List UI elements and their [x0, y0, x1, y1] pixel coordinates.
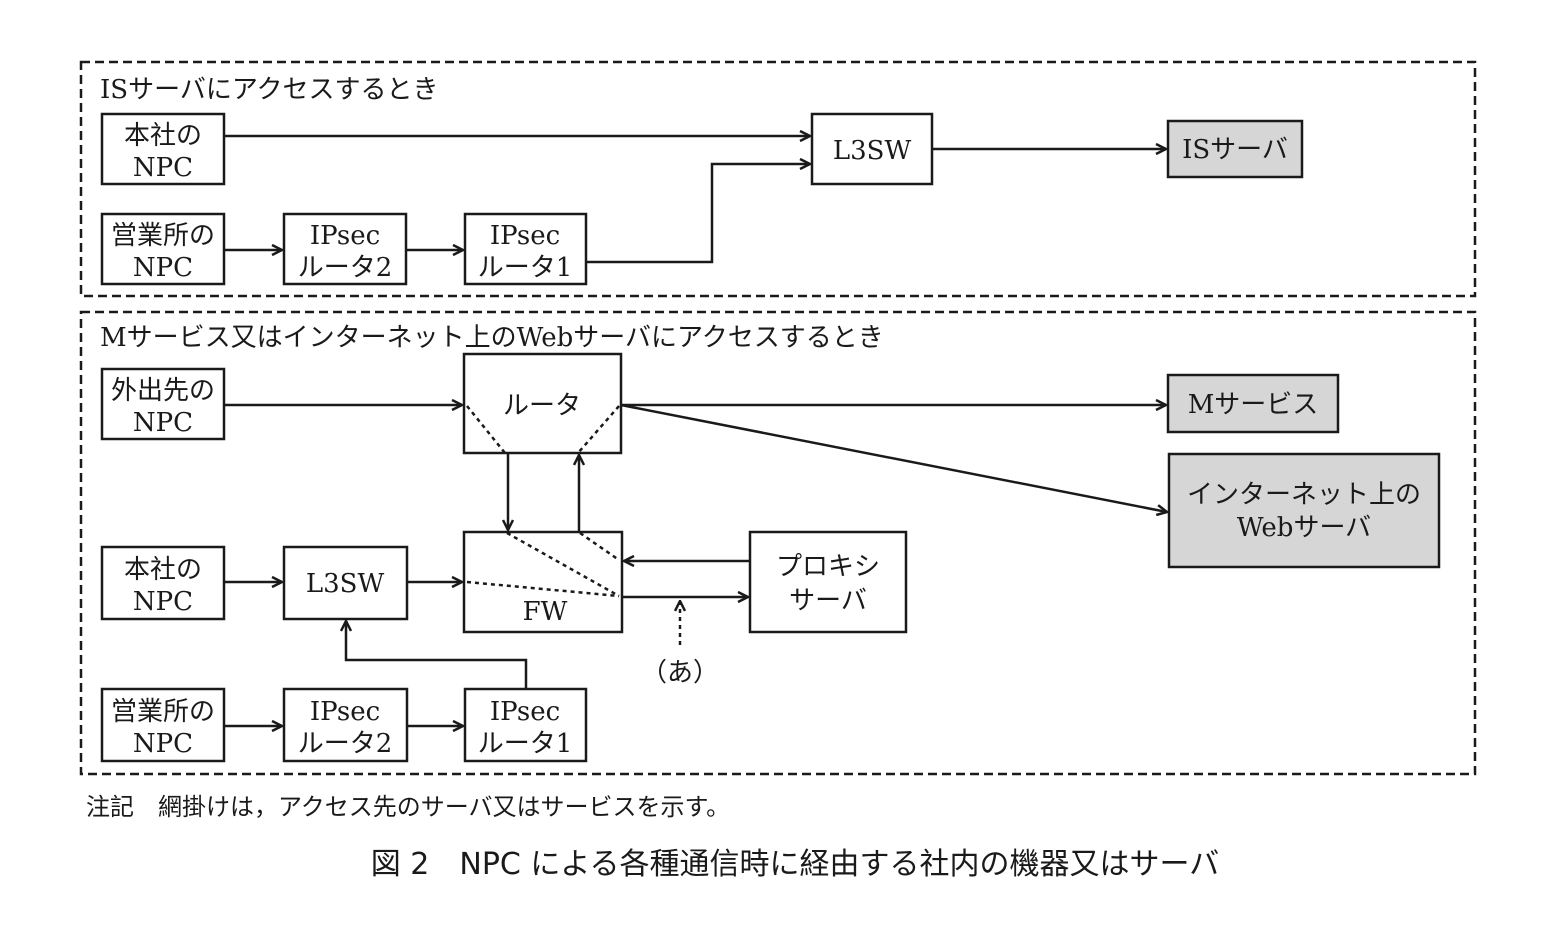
node-ipsec-router-2: IPsec ルータ2	[282, 212, 408, 286]
node-label: ルータ1	[478, 729, 573, 759]
node-m-service: Mサービス	[1166, 373, 1340, 434]
panel-title: Mサービス又はインターネット上のWebサーバにアクセスするとき	[100, 323, 884, 353]
node-l3sw-2: L3SW	[282, 545, 409, 621]
node-label: 本社の	[124, 121, 202, 151]
node-label: NPC	[133, 587, 193, 617]
node-router: ルータ	[462, 352, 623, 455]
marker-a-label: （あ）	[641, 658, 719, 688]
node-ipsec-router-1: IPsec ルータ1	[463, 212, 588, 286]
arrow-ipsec1-to-l3sw	[346, 621, 528, 689]
node-label: ルータ2	[298, 729, 393, 759]
node-remote-npc: 外出先の NPC	[100, 367, 226, 441]
node-label: ルータ	[503, 391, 581, 421]
panel-title: ISサーバにアクセスするとき	[100, 75, 439, 105]
node-hq-npc-2: 本社の NPC	[100, 545, 226, 621]
node-label: Webサーバ	[1237, 513, 1371, 543]
node-label: 営業所の	[111, 697, 215, 727]
node-ipsec-router-2b: IPsec ルータ2	[282, 687, 409, 763]
node-label: ISサーバ	[1182, 135, 1288, 165]
node-label: NPC	[133, 408, 193, 438]
arrow-ipsec1-to-l3sw	[586, 164, 810, 264]
node-label: NPC	[133, 253, 193, 283]
panel-border	[79, 310, 1477, 776]
node-label: IPsec	[310, 697, 380, 727]
node-label: L3SW	[306, 569, 385, 599]
node-label: L3SW	[833, 136, 912, 166]
node-is-server: ISサーバ	[1166, 119, 1304, 179]
node-label: IPsec	[490, 221, 560, 251]
node-label: NPC	[133, 153, 193, 183]
node-label: 外出先の	[111, 376, 215, 406]
legend-note: 注記 網掛けは，アクセス先のサーバ又はサービスを示す。	[86, 793, 730, 821]
node-branch-npc: 営業所の NPC	[100, 212, 226, 286]
node-label: IPsec	[310, 221, 380, 251]
panel-border	[79, 60, 1477, 298]
node-label: サーバ	[789, 586, 867, 616]
panel-is-server-access: ISサーバにアクセスするとき 本社の NPC 営業所の NPC IPsec ルー…	[79, 60, 1477, 298]
node-label: プロキシ	[776, 552, 880, 582]
node-proxy-server: プロキシ サーバ	[748, 530, 908, 634]
node-label: NPC	[133, 729, 193, 759]
node-l3sw: L3SW	[810, 112, 934, 186]
node-label: Mサービス	[1188, 390, 1319, 420]
node-label: ルータ1	[478, 253, 573, 283]
node-label: ルータ2	[298, 253, 393, 283]
node-label: FW	[523, 597, 568, 627]
fw-internal-path	[506, 531, 620, 598]
node-internet-web-server: インターネット上の Webサーバ	[1167, 452, 1441, 569]
router-internal-path	[577, 405, 620, 454]
panel-internet-access: Mサービス又はインターネット上のWebサーバにアクセスするとき 外出先の NPC…	[79, 310, 1477, 776]
node-label: IPsec	[490, 697, 560, 727]
node-ipsec-router-1b: IPsec ルータ1	[463, 687, 588, 763]
figure-caption: 図 2 NPC による各種通信時に経由する社内の機器又はサーバ	[371, 847, 1219, 882]
node-label: インターネット上の	[1187, 480, 1421, 510]
node-label: 営業所の	[111, 221, 215, 251]
node-hq-npc: 本社の NPC	[100, 112, 226, 186]
router-internal-path	[466, 405, 506, 454]
arrow-router-to-web-server	[620, 403, 1167, 512]
node-branch-npc-2: 営業所の NPC	[100, 687, 226, 763]
fw-internal-path	[466, 580, 620, 598]
node-label: 本社の	[124, 555, 202, 585]
node-fw: FW	[462, 530, 624, 634]
